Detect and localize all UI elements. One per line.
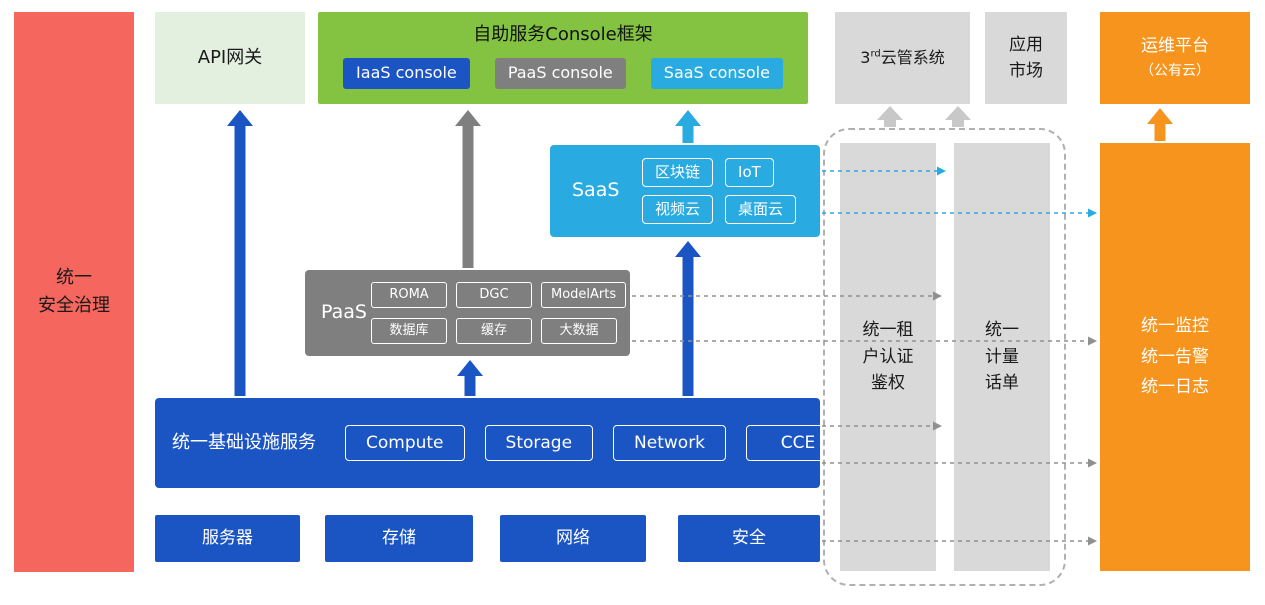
hardware-security-label: 安全 [732,528,766,549]
saas-chip-desktop-cloud: 桌面云 [725,194,797,224]
iaas-console-chip: IaaS console [343,57,470,89]
common-services-dashed-container [823,128,1066,586]
hardware-storage-box: 存储 [325,515,473,562]
dashed-hardware-to-monitor-arrowhead [1088,536,1097,546]
iaas-chip-compute: Compute [345,424,465,462]
saas-chip-row: 区块链 IoT [642,158,812,188]
monitor-alarm-log-bar: 统一监控 统一告警 统一日志 [1100,143,1250,571]
dashed-saas-to-monitor-arrowhead [1088,208,1097,218]
hardware-network-label: 网络 [556,528,590,549]
arrow-monitor-to-om-platform [1147,108,1173,141]
arrow-saas-to-console [675,110,701,143]
arrow-metering-to-third-party [945,106,971,127]
paas-chip-database: 数据库 [371,317,447,344]
unified-security-governance-label: 统一 安全治理 [38,267,110,316]
api-gateway-label: API网关 [197,47,263,69]
dashed-paas-to-monitor-arrowhead [1088,336,1097,346]
console-frame-title: 自助服务Console框架 [473,24,653,45]
om-platform-box: 运维平台 （公有云） [1100,12,1250,104]
app-market-box: 应用 市场 [985,12,1067,104]
paas-chip-row: 数据库 缓存 大数据 [371,317,622,344]
paas-chip-cache: 缓存 [456,317,532,344]
iaas-infrastructure-box: 统一基础设施服务 Compute Storage Network CCE [155,398,851,488]
metering-billing-bar: 统一 计量 话单 [954,143,1050,571]
tenant-auth-label: 统一租 户认证 鉴权 [862,320,914,394]
hardware-security-box: 安全 [678,515,820,562]
paas-chip-row: ROMA DGC ModelArts [371,282,627,309]
app-market-label: 应用 市场 [1009,34,1043,81]
arrow-iaas-to-paas [457,360,483,396]
saas-chip-iot: IoT [725,158,774,188]
arrow-paas-to-console [455,110,481,268]
saas-chip-blockchain: 区块链 [642,158,714,188]
saas-layer-box: SaaS 区块链 IoT 视频云 桌面云 [550,145,820,237]
saas-chip-video-cloud: 视频云 [642,194,714,224]
arrow-iaas-to-api-gateway [227,110,253,396]
arrow-iaas-to-saas [675,241,701,396]
paas-chip-grid: ROMA DGC ModelArts 数据库 缓存 大数据 [371,282,627,344]
hardware-network-box: 网络 [500,515,646,562]
hardware-server-box: 服务器 [155,515,300,562]
saas-chip-grid: 区块链 IoT 视频云 桌面云 [642,158,812,224]
om-platform-label-line1: 运维平台 [1141,35,1209,56]
paas-chip-roma: ROMA [371,282,447,309]
third-party-superscript: rd [870,48,881,60]
saas-chip-row: 视频云 桌面云 [642,194,812,224]
arrow-auth-to-third-party [877,106,903,127]
third-party-prefix: 3 [860,47,871,67]
paas-chip-dgc: DGC [456,282,532,309]
console-chip-row: IaaS console PaaS console SaaS console [318,57,808,89]
hardware-storage-label: 存储 [382,528,416,549]
iaas-chip-storage: Storage [484,424,594,462]
paas-chip-bigdata: 大数据 [541,317,617,344]
dashed-iaas-to-monitor-arrowhead [1088,458,1097,468]
saas-layer-label: SaaS [572,179,620,202]
iaas-chip-network: Network [613,424,727,462]
third-party-cloud-mgmt-box: 3rd云管系统 [835,12,970,104]
self-service-console-frame: 自助服务Console框架 IaaS console PaaS console … [318,12,808,104]
paas-layer-label: PaaS [321,301,367,324]
iaas-infrastructure-label: 统一基础设施服务 [172,432,316,454]
paas-chip-modelarts: ModelArts [541,282,627,309]
metering-billing-label: 统一 计量 话单 [985,320,1019,394]
saas-console-chip: SaaS console [650,57,783,89]
om-platform-label-line2: （公有云） [1140,63,1210,80]
unified-security-governance-bar: 统一 安全治理 [14,12,134,572]
iaas-chip-row: Compute Storage Network CCE [345,398,851,488]
third-party-cloud-mgmt-label: 3rd云管系统 [860,46,945,71]
monitor-alarm-log-label: 统一监控 统一告警 统一日志 [1141,316,1209,398]
api-gateway-box: API网关 [155,12,305,104]
paas-console-chip: PaaS console [494,57,626,89]
hardware-server-label: 服务器 [202,528,253,549]
third-party-rest: 云管系统 [880,47,945,67]
tenant-auth-bar: 统一租 户认证 鉴权 [840,143,936,571]
paas-layer-box: PaaS ROMA DGC ModelArts 数据库 缓存 大数据 [305,270,630,356]
